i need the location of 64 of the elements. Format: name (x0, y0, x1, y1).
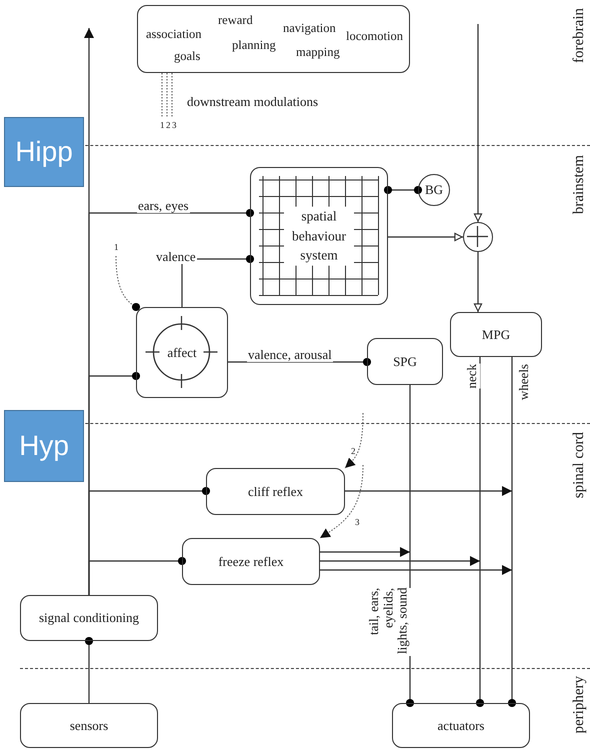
region-label: periphery (571, 676, 588, 734)
edge-label: 2 (165, 121, 172, 131)
process-box (182, 538, 320, 585)
edge-label: tail, ears, eyelids, lights, sound (366, 588, 412, 656)
node-label: reward (218, 14, 253, 28)
process-box (367, 338, 443, 385)
node-label: signal conditioning (38, 610, 140, 626)
process-box (450, 312, 542, 357)
annotation-text: downstream modulations (187, 95, 318, 110)
dot-connector (508, 357, 516, 708)
highlight-box (4, 117, 84, 187)
highlight-box (4, 410, 84, 482)
node-label: locomotion (346, 30, 403, 44)
edge-label: 2 (350, 447, 356, 457)
dot-connector (384, 186, 422, 194)
node-label: SPG (393, 354, 417, 369)
edge-label: valence (155, 250, 197, 264)
node-label: navigation (283, 22, 336, 36)
node-label: BG (424, 182, 444, 198)
node-label: planning (232, 39, 276, 53)
edge-label: 3 (354, 518, 360, 528)
dot-connector (88, 556, 186, 595)
summing-junction (463, 222, 493, 252)
node-label: cliff reflex (248, 484, 303, 499)
circle-node (418, 174, 450, 206)
edge-label: valence, arousal (247, 348, 333, 362)
node-label: association (146, 28, 202, 42)
dot-connector (116, 256, 140, 312)
node-label: Hipp (15, 136, 73, 168)
node-label: sensors (70, 718, 108, 733)
dot-connector (84, 636, 94, 703)
arrow (388, 232, 463, 242)
process-box (392, 703, 530, 748)
node-label: spatial behaviour system (284, 206, 354, 266)
arrow (320, 556, 480, 566)
edge-label: neck (464, 364, 480, 389)
dot-connector (476, 357, 484, 708)
node-label: MPG (482, 327, 510, 342)
grid-box (250, 167, 388, 305)
arrow (474, 252, 482, 312)
process-box (206, 468, 345, 515)
process-box (20, 703, 158, 748)
arrow (345, 486, 512, 496)
process-box (137, 5, 410, 73)
node-label: freeze reflex (218, 554, 284, 569)
dotted-arrow (344, 412, 364, 468)
node-label: Hyp (19, 430, 69, 462)
arrow (320, 565, 512, 575)
dot-connector (228, 358, 372, 366)
edge-label: 3 (171, 121, 178, 131)
dotted-line (166, 72, 168, 118)
region-label: spinal cord (571, 432, 588, 498)
node-label: goals (174, 50, 200, 64)
dotted-arrow (320, 464, 364, 538)
node-label: actuators (438, 718, 484, 733)
arrow (320, 547, 410, 557)
node-label: mapping (296, 46, 340, 60)
arrow (474, 24, 482, 222)
region-label: forebrain (571, 8, 588, 63)
edge-label: 1 (113, 243, 120, 253)
process-box (20, 595, 158, 641)
edge-label: 1 (159, 121, 166, 131)
node-label: affect (167, 345, 197, 360)
region-label: brainstem (571, 155, 588, 214)
